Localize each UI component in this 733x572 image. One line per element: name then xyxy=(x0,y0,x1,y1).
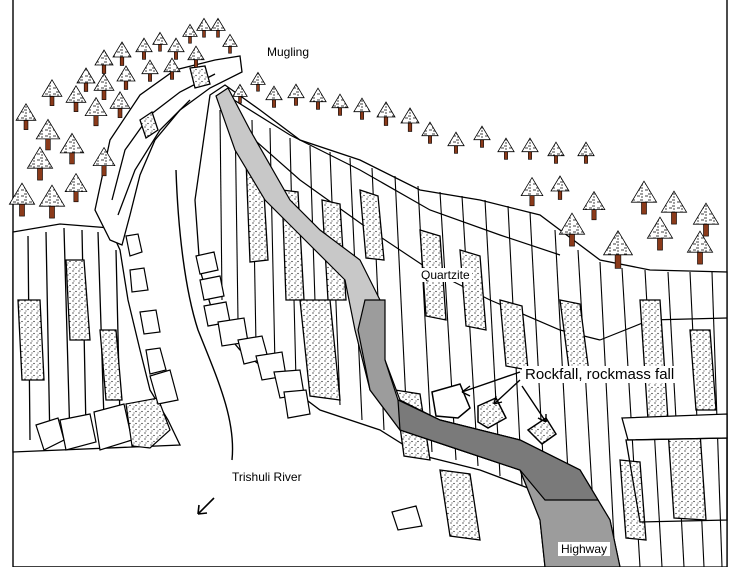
tree-icon xyxy=(168,38,184,59)
tree-icon xyxy=(94,74,114,100)
label-highway: Highway xyxy=(558,542,610,556)
flow-arrow-icon xyxy=(198,498,214,514)
tree-icon xyxy=(113,42,131,66)
tree-icon xyxy=(551,176,569,200)
tree-icon xyxy=(332,94,348,115)
tree-icon xyxy=(310,88,326,109)
tree-icon xyxy=(631,181,656,214)
tree-icon xyxy=(223,34,237,53)
tree-icon xyxy=(687,231,712,264)
tree-icon xyxy=(117,66,135,90)
tree-icon xyxy=(183,24,197,43)
tree-icon xyxy=(251,72,265,91)
tree-icon xyxy=(136,38,152,59)
label-rockfall: Rockfall, rockmass fall xyxy=(522,366,677,383)
tree-icon xyxy=(266,86,282,107)
tree-icon xyxy=(693,203,718,236)
tree-icon xyxy=(36,119,59,150)
label-quartzite: Quartzite xyxy=(419,268,472,282)
tree-icon xyxy=(521,178,543,206)
tree-icon xyxy=(65,174,87,202)
tree-icon xyxy=(16,104,36,130)
tree-icon xyxy=(153,32,167,51)
tree-icon xyxy=(60,133,83,164)
tree-icon xyxy=(661,191,686,224)
tree-icon xyxy=(422,122,438,143)
right-cliff xyxy=(195,85,727,567)
tree-icon xyxy=(583,192,605,220)
tree-icon xyxy=(39,185,64,218)
tree-icon xyxy=(548,142,564,163)
tree-icon xyxy=(95,50,113,74)
tree-icon xyxy=(578,142,594,163)
label-trishuli-river: Trishuli River xyxy=(232,471,302,483)
tree-icon xyxy=(498,138,514,159)
tree-icon xyxy=(211,18,225,37)
tree-icon xyxy=(85,98,107,126)
tree-icon xyxy=(288,84,304,105)
tree-icon xyxy=(354,98,370,119)
tree-icon xyxy=(42,80,62,106)
tree-icon xyxy=(142,60,158,81)
tree-icon xyxy=(401,108,419,132)
tree-icon xyxy=(474,126,490,147)
tree-icon xyxy=(522,138,538,159)
tree-icon xyxy=(27,147,52,180)
tree-icon xyxy=(66,86,86,112)
label-mugling: Mugling xyxy=(267,46,309,58)
tree-icon xyxy=(197,18,211,37)
tree-icon xyxy=(77,68,95,92)
tree-icon xyxy=(448,132,464,153)
tree-icon xyxy=(647,217,672,250)
tree-icon xyxy=(377,102,395,126)
